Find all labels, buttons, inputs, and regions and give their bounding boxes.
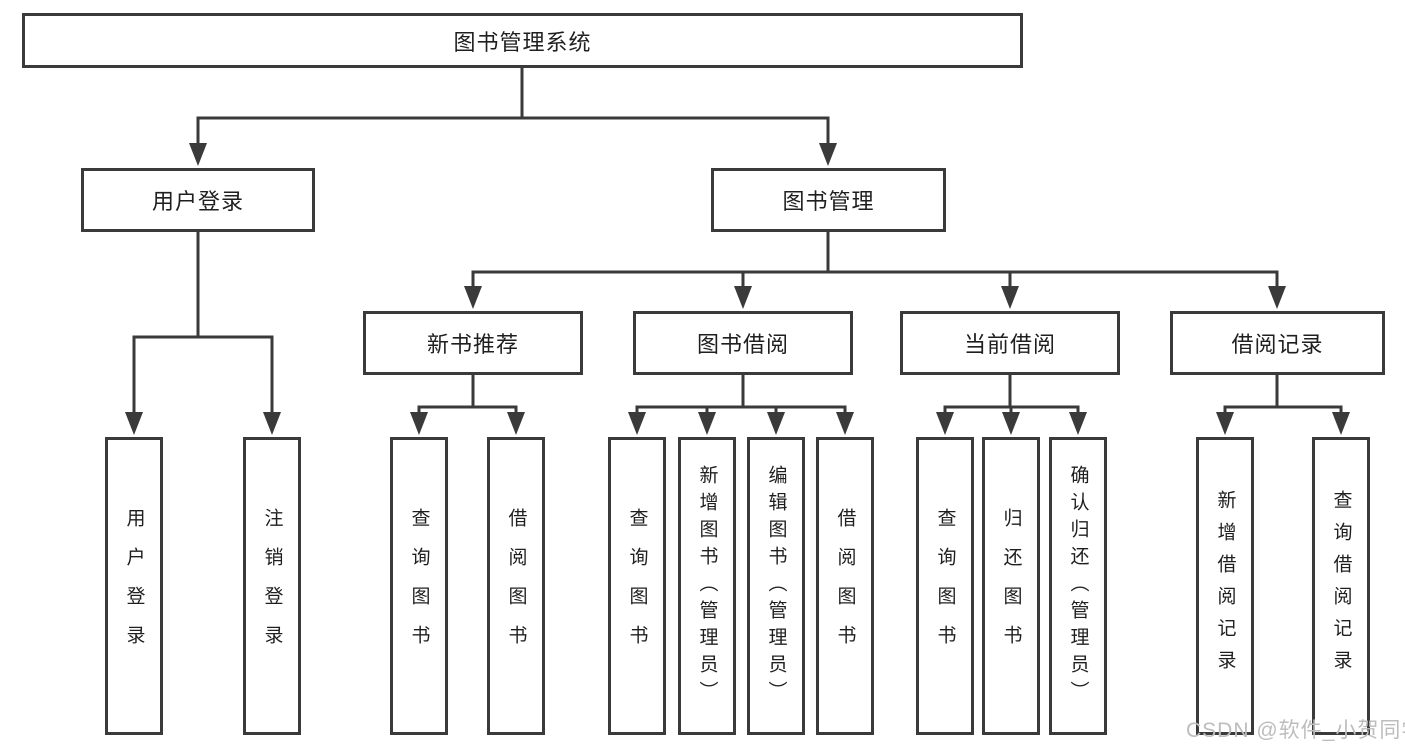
arrowhead: [1002, 412, 1020, 435]
arrowhead: [1001, 286, 1019, 309]
arrowhead: [767, 412, 785, 435]
arrowhead: [936, 412, 954, 435]
leaf-add-borrow-record: 新增借阅记录: [1196, 437, 1254, 735]
node-user-login-label: 用户登录: [151, 189, 244, 214]
arrowhead: [698, 412, 716, 435]
leaf-return-book: 归还图书: [982, 437, 1040, 735]
connector-current-to-leaves: [936, 375, 1087, 435]
arrowhead: [628, 412, 646, 435]
leaf-user-login-label: 用户登录: [123, 508, 145, 664]
leaf-edit-book-admin: 编辑图书（管理员）: [747, 437, 805, 735]
node-current-borrow-label: 当前借阅: [963, 332, 1056, 357]
leaf-borrow-books-2-label: 借阅图书: [834, 508, 856, 664]
leaf-add-book-admin-label: 新增图书（管理员）: [696, 464, 718, 708]
leaf-borrow-books-2: 借阅图书: [816, 437, 874, 735]
arrowhead: [1332, 412, 1350, 435]
leaf-borrow-books: 借阅图书: [487, 437, 545, 735]
arrowhead: [507, 412, 525, 435]
leaf-query-books-3: 查询图书: [916, 437, 974, 735]
arrowhead: [464, 286, 482, 309]
arrowhead: [819, 143, 837, 166]
node-book-management: 图书管理: [711, 168, 946, 232]
node-new-book-recommend-label: 新书推荐: [426, 332, 519, 357]
connector-borrow-to-leaves: [628, 375, 854, 435]
node-user-login: 用户登录: [81, 168, 315, 232]
leaf-query-books-3-label: 查询图书: [934, 508, 956, 664]
leaf-query-borrow-record: 查询借阅记录: [1312, 437, 1370, 735]
connector-bookmgmt-to-level3: [464, 232, 1286, 309]
leaf-user-login: 用户登录: [105, 437, 163, 735]
arrowhead: [1268, 286, 1286, 309]
leaf-add-book-admin: 新增图书（管理员）: [678, 437, 736, 735]
leaf-query-books-2-label: 查询图书: [626, 508, 648, 664]
node-root-system: 图书管理系统: [22, 13, 1023, 68]
leaf-confirm-return-admin: 确认归还（管理员）: [1049, 437, 1107, 735]
node-current-borrow: 当前借阅: [900, 311, 1120, 375]
leaf-query-books-2: 查询图书: [608, 437, 666, 735]
node-new-book-recommend: 新书推荐: [363, 311, 583, 375]
node-root-label: 图书管理系统: [453, 29, 592, 55]
leaf-edit-book-admin-label: 编辑图书（管理员）: [765, 464, 787, 708]
leaf-logout: 注销登录: [243, 437, 301, 735]
arrowhead: [734, 286, 752, 309]
node-borrow-records: 借阅记录: [1170, 311, 1385, 375]
arrowhead: [125, 412, 143, 435]
arrowhead: [263, 412, 281, 435]
leaf-query-books: 查询图书: [390, 437, 448, 735]
connector-newbook-to-leaves: [410, 375, 525, 435]
node-book-management-label: 图书管理: [782, 189, 875, 214]
leaf-logout-label: 注销登录: [261, 508, 283, 664]
connector-root-to-level2: [189, 68, 837, 166]
arrowhead: [836, 412, 854, 435]
arrowhead: [410, 412, 428, 435]
leaf-confirm-return-admin-label: 确认归还（管理员）: [1067, 464, 1089, 708]
leaf-return-book-label: 归还图书: [1000, 508, 1022, 664]
leaf-query-books-label: 查询图书: [408, 508, 430, 664]
arrowhead: [1069, 412, 1087, 435]
node-book-borrow: 图书借阅: [633, 311, 853, 375]
leaf-add-borrow-record-label: 新增借阅记录: [1214, 490, 1236, 682]
connector-userlogin-to-leaves: [125, 232, 281, 435]
connector-records-to-leaves: [1216, 375, 1350, 435]
arrowhead: [1216, 412, 1234, 435]
arrowhead: [189, 143, 207, 166]
node-borrow-records-label: 借阅记录: [1231, 332, 1324, 357]
csdn-watermark: CSDN @软件_小贺同学: [1186, 719, 1405, 742]
leaf-borrow-books-label: 借阅图书: [505, 508, 527, 664]
leaf-query-borrow-record-label: 查询借阅记录: [1330, 490, 1352, 682]
node-book-borrow-label: 图书借阅: [696, 332, 789, 357]
